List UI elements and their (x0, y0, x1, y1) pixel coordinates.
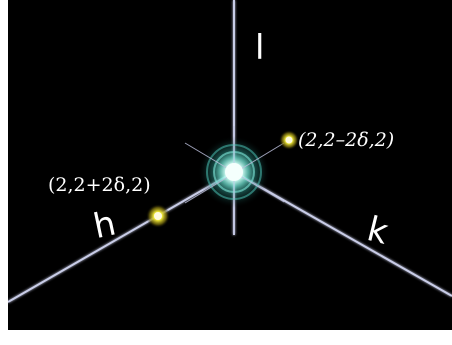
l-axis-label: l (255, 28, 264, 68)
k-axis-line (234, 172, 452, 296)
reciprocal-space-diagram: l h k (2,2+2δ,2) (2,2–2δ,2) (8, 0, 452, 330)
satellite-peak-plus (146, 204, 170, 228)
central-peak (185, 126, 284, 235)
coord-label-minus: (2,2–2δ,2) (298, 129, 394, 151)
satellite-peak-minus (279, 130, 299, 150)
diagram-canvas: l h k (2,2+2δ,2) (2,2–2δ,2) (8, 0, 452, 330)
coord-label-plus: (2,2+2δ,2) (48, 174, 151, 196)
h-axis-label: h (90, 203, 119, 247)
k-axis-label: k (363, 209, 392, 253)
